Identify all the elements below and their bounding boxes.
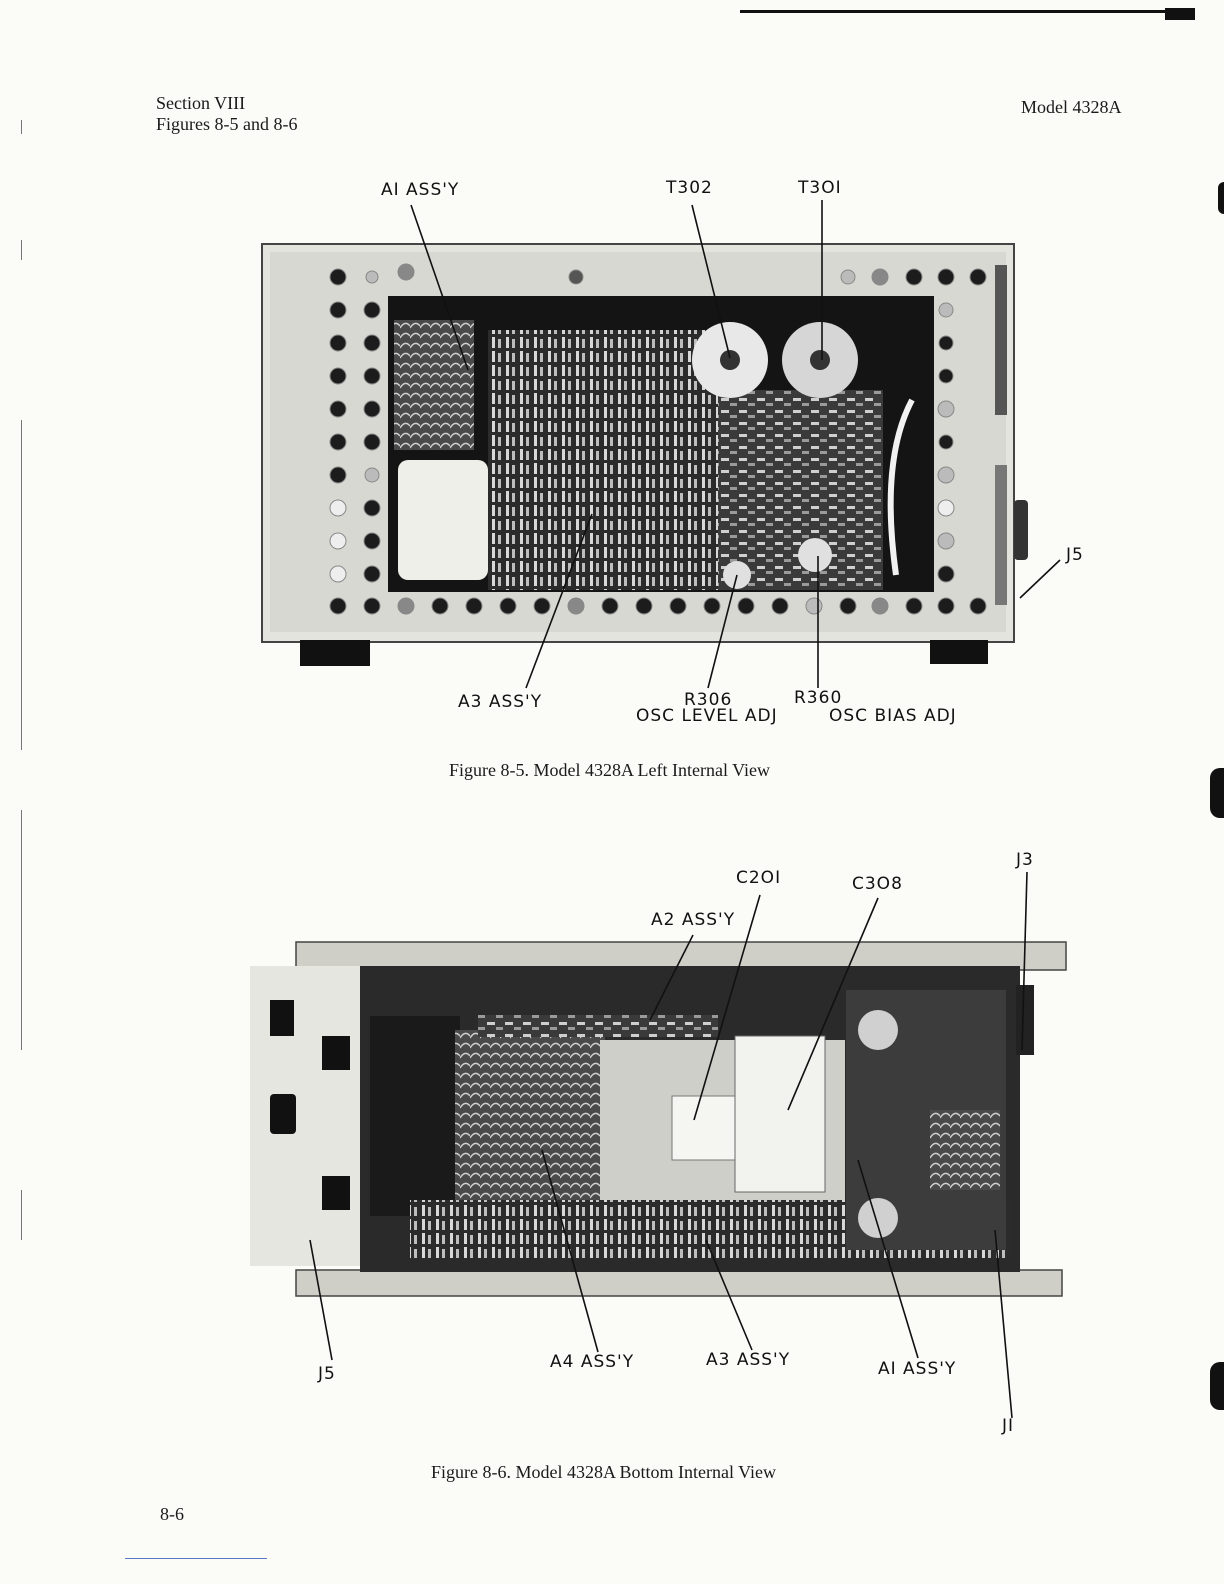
connector-j3	[1016, 985, 1034, 1055]
a4-rotary-switch	[455, 1030, 605, 1210]
transformer	[930, 1110, 1000, 1190]
a2-board	[478, 1015, 718, 1037]
capacitor-can	[858, 1010, 898, 1050]
label-c308: C3O8	[852, 874, 903, 894]
label-a4-assembly: A4 ASS'Y	[550, 1352, 634, 1372]
capacitor-c308	[735, 1036, 825, 1192]
page-number: 8-6	[160, 1503, 184, 1525]
label-c201: C2OI	[736, 868, 781, 888]
figure-8-6-caption: Figure 8-6. Model 4328A Bottom Internal …	[431, 1462, 776, 1483]
label-a2-assembly: A2 ASS'Y	[651, 910, 735, 930]
switch-shaft-area	[370, 1016, 460, 1216]
label-j5: J5	[318, 1364, 336, 1384]
label-a1-assembly: AI ASS'Y	[878, 1359, 956, 1379]
label-a3-assembly: A3 ASS'Y	[706, 1350, 790, 1370]
bottom-rule	[125, 1558, 267, 1559]
label-j3: J3	[1016, 850, 1034, 870]
capacitor-c201	[672, 1096, 738, 1160]
capacitor-can	[858, 1198, 898, 1238]
label-j1: JI	[1002, 1416, 1014, 1436]
